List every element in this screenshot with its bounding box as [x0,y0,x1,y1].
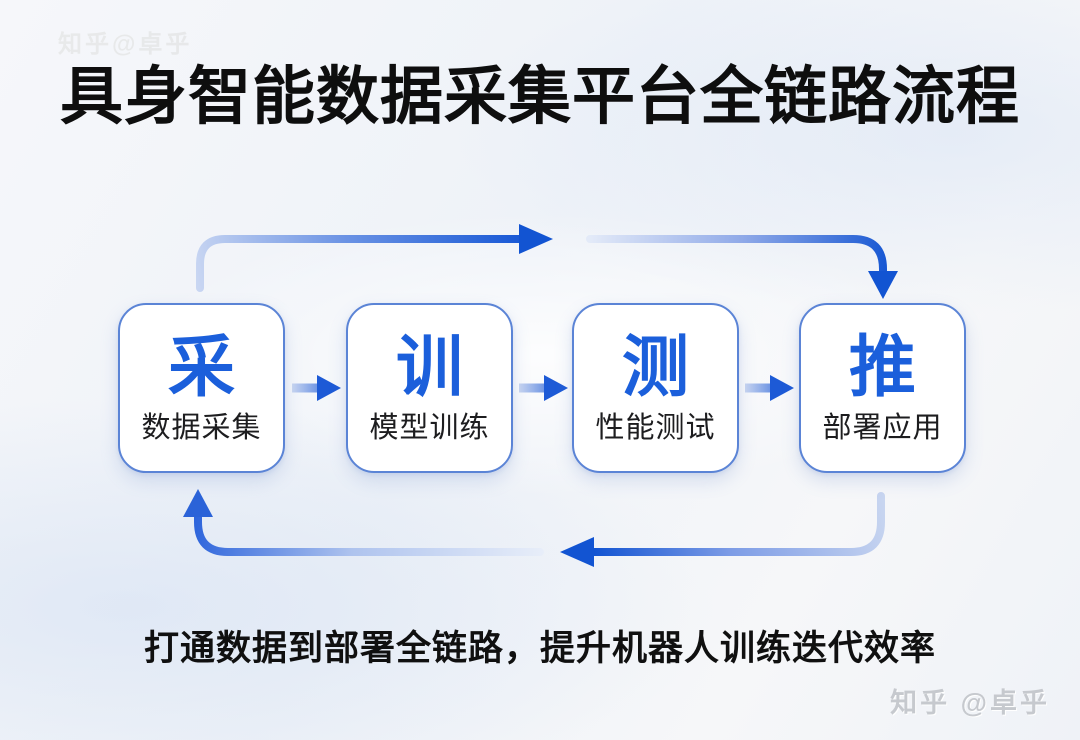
arrow-top-left-segment [196,235,523,292]
step-label: 模型训练 [369,411,490,444]
arrow-top-right-segment [586,235,887,275]
step-card-test: 测 性能测试 [572,303,739,473]
step-label: 部署应用 [822,411,943,444]
step-label: 数据采集 [141,411,262,444]
caption-text: 打通数据到部署全链路，提升机器人训练迭代效率 [143,629,936,668]
step-label: 性能测试 [595,411,716,444]
step-keyword: 推 [849,329,916,405]
step-card-collect: 采 数据采集 [118,303,285,473]
arrow-bottom-left-segment [194,513,544,556]
step-keyword: 采 [168,329,235,405]
connector-arrow-2 [519,375,568,401]
page-title: 具身智能数据采集平台全链路流程 [60,62,1020,132]
ghost-watermark: 知乎@卓乎 [58,31,193,58]
arrowhead-down [868,271,898,299]
step-keyword: 训 [396,329,463,405]
step-keyword: 测 [622,329,689,405]
zhihu-watermark: 知乎 @卓乎 [890,688,1050,718]
arrowhead-left [560,537,594,567]
connector-arrow-3 [745,375,794,401]
arrow-bottom-right-segment [590,492,885,556]
step-card-deploy: 推 部署应用 [799,303,966,473]
arrowhead-up [183,489,213,517]
step-card-train: 训 模型训练 [346,303,513,473]
arrowhead-right-top [519,224,553,254]
connector-arrow-1 [292,375,341,401]
